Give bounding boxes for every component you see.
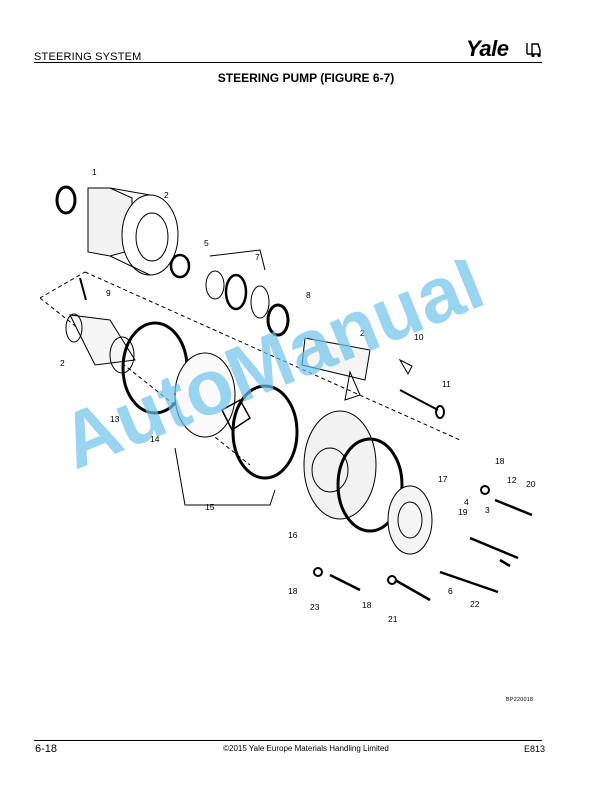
brand-logo: Yale (466, 36, 509, 61)
callout-18b: 18 (288, 586, 298, 596)
callout-12: 12 (507, 475, 517, 485)
header-rule (34, 62, 542, 63)
callout-10: 10 (414, 332, 424, 342)
callout-20: 20 (526, 479, 536, 489)
section-title: STEERING SYSTEM (34, 51, 142, 63)
callout-2a: 2 (164, 190, 169, 200)
callout-13: 13 (110, 414, 120, 424)
callout-22: 22 (470, 599, 480, 609)
callout-9: 9 (106, 288, 111, 298)
callout-17: 17 (438, 474, 448, 484)
page-title: STEERING PUMP (FIGURE 6-7) (217, 71, 395, 85)
callout-16: 16 (288, 530, 298, 540)
page-number: 6-18 (35, 743, 58, 755)
callout-18c: 18 (362, 600, 372, 610)
callout-18a: 18 (495, 456, 505, 466)
callout-5: 5 (204, 238, 209, 248)
callout-21: 21 (388, 614, 398, 624)
callout-4: 4 (464, 497, 469, 507)
callout-11: 11 (442, 379, 451, 389)
callout-23: 23 (310, 602, 320, 612)
watermark: AutoManual (55, 260, 495, 486)
figure-id: BP220018 (506, 697, 534, 703)
watermark-text: AutoManual (55, 260, 495, 486)
steering-pump-diagram: 1 2 5 7 9 8 2 10 2 11 13 14 15 16 17 18 … (40, 167, 536, 624)
forklift-icon (526, 43, 541, 58)
callout-15: 15 (205, 502, 215, 512)
doc-code: E813 (524, 744, 546, 754)
callout-19: 19 (458, 507, 468, 517)
footer-rule (34, 740, 542, 741)
callout-7: 7 (255, 252, 260, 262)
callout-2c: 2 (360, 328, 365, 338)
callout-8: 8 (306, 290, 311, 300)
callout-3: 3 (485, 505, 490, 515)
callout-14: 14 (150, 434, 160, 444)
callout-1: 1 (92, 167, 97, 177)
callout-2b: 2 (60, 358, 65, 368)
callout-6: 6 (448, 586, 453, 596)
copyright: ©2015 Yale Europe Materials Handling Lim… (223, 744, 389, 753)
